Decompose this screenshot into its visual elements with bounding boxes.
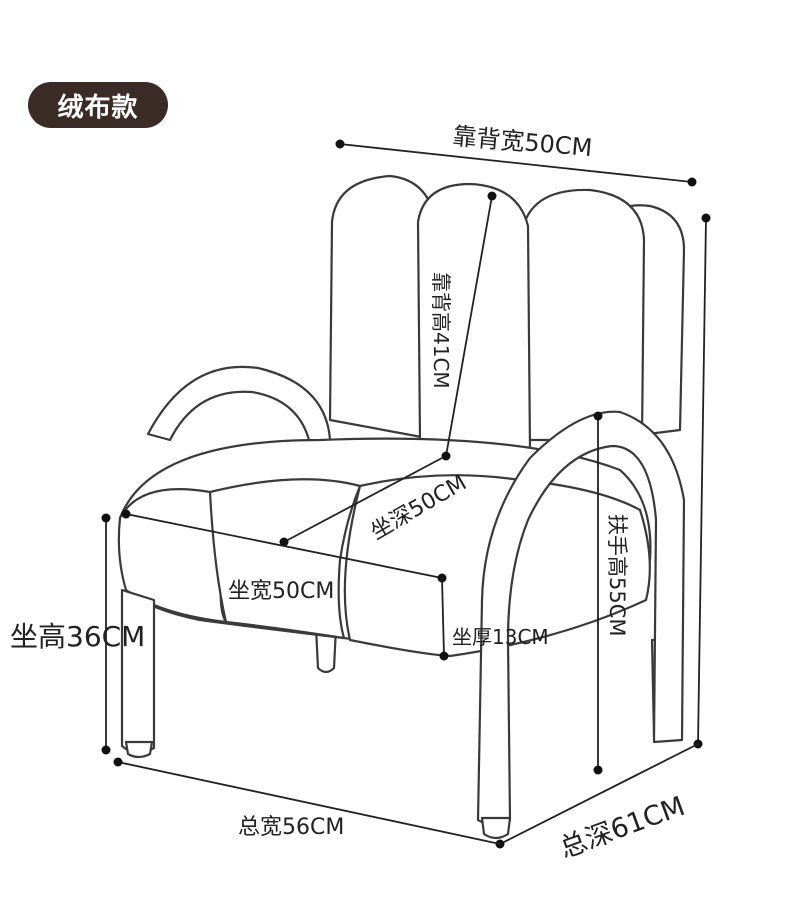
armrest-height-label: 扶手高55CM bbox=[605, 514, 629, 637]
dimension-lines bbox=[101, 139, 711, 849]
seat-width-label: 坐宽50CM bbox=[228, 579, 334, 604]
backrest-height-label: 靠背高41CM bbox=[429, 272, 453, 389]
material-badge-label: 绒布款 bbox=[57, 92, 139, 123]
material-badge: 绒布款 bbox=[28, 82, 168, 128]
backrest-width-label: 靠背宽50CM bbox=[451, 122, 593, 162]
seat-thickness-label: 坐厚13CM bbox=[452, 625, 549, 649]
total-width-label: 总宽56CM bbox=[238, 815, 344, 840]
total-depth-label: 总深61CM bbox=[556, 791, 689, 865]
chair-outline bbox=[117, 174, 686, 840]
seat-height-label: 坐高36CM bbox=[10, 620, 145, 653]
